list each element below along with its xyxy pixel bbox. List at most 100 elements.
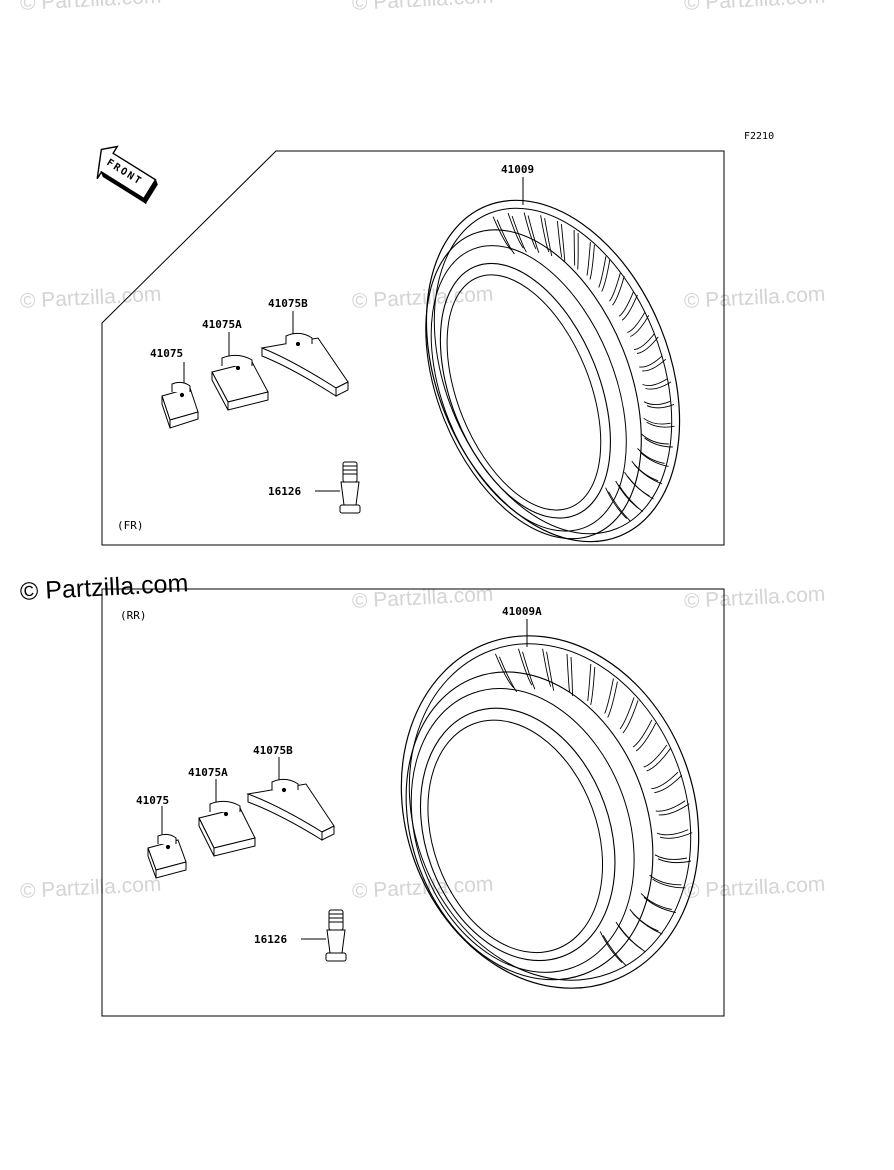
tread-groove [587, 663, 592, 701]
tread-groove [642, 358, 667, 372]
tread-groove [632, 719, 653, 748]
tread-groove [637, 336, 659, 354]
tread-groove [605, 487, 627, 519]
tread-groove [634, 464, 663, 485]
tread-groove [589, 244, 595, 280]
rear-weight-small-part-number[interactable]: 41075 [136, 794, 170, 807]
tread-groove [618, 925, 646, 953]
rear-weight-small [147, 833, 187, 879]
tread-groove [598, 256, 607, 288]
tread-groove [646, 421, 675, 428]
tread-groove [544, 218, 553, 257]
tread-groove [604, 678, 614, 714]
tread-groove [643, 417, 671, 425]
rear-section-caption: (RR) [120, 609, 147, 622]
front-section-frame [101, 150, 725, 546]
tread-groove [651, 771, 679, 790]
rear-tire [400, 635, 700, 989]
tread-groove [627, 475, 654, 500]
front-tire-tread [492, 212, 675, 522]
tread-groove [599, 931, 623, 963]
tread-groove [627, 312, 646, 333]
tread-groove [586, 241, 591, 276]
tread-groove [621, 294, 638, 321]
tread-groove [560, 224, 566, 262]
tread-groove [494, 653, 515, 689]
tread-groove [637, 448, 665, 464]
tread-groove [523, 212, 537, 250]
tread-groove [631, 460, 659, 482]
tread-groove [498, 656, 518, 693]
rear-weight-large [246, 778, 335, 841]
tread-groove [639, 355, 663, 368]
tread-groove [646, 747, 672, 772]
tread-groove [642, 378, 668, 386]
rear-tire-tread [494, 648, 693, 966]
tread-groove [645, 381, 672, 390]
tread-groove [570, 656, 573, 696]
tread-groove [556, 221, 563, 258]
tread-groove [635, 722, 657, 752]
tread-groove [618, 484, 644, 513]
tread-groove [527, 215, 540, 254]
tread-groove [657, 858, 691, 864]
front-tire-part-number[interactable]: 41009 [501, 163, 535, 176]
tread-groove [607, 681, 618, 718]
tread-groove [643, 897, 676, 913]
tread-groove [630, 315, 650, 337]
tread-groove [546, 651, 555, 691]
tread-groove [641, 433, 669, 445]
tread-groove [609, 272, 621, 302]
tread-groove [615, 921, 642, 950]
tread-groove [496, 219, 515, 255]
front-weight-small-part-number[interactable]: 41075 [150, 347, 184, 360]
tread-groove [566, 653, 570, 692]
tread-groove [659, 832, 693, 839]
tread-groove [643, 744, 668, 768]
tread-groove [644, 437, 673, 448]
tread-groove [590, 666, 596, 705]
tread-groove [622, 700, 639, 734]
tread-groove [518, 648, 533, 686]
front-weight-small [161, 381, 199, 429]
front-section-caption: (FR) [117, 519, 144, 532]
rear-valve [325, 909, 347, 962]
rear-valve-part-number[interactable]: 16126 [254, 933, 288, 946]
tread-groove [612, 275, 625, 306]
tread-groove [542, 648, 552, 687]
tread-groove [507, 212, 524, 249]
rear-tire-part-number[interactable]: 41009A [502, 605, 542, 618]
tread-groove [573, 229, 576, 266]
tread-groove [511, 215, 527, 253]
front-weight-large [260, 332, 349, 397]
tread-groove [522, 651, 536, 690]
front-weight-medium [211, 354, 269, 411]
rear-weight-medium-part-number[interactable]: 41075A [188, 766, 228, 779]
front-weight-medium-part-number[interactable]: 41075A [202, 318, 242, 331]
tread-groove [649, 874, 682, 886]
tread-groove [652, 878, 686, 889]
tread-groove [655, 800, 686, 812]
front-tire [425, 199, 681, 543]
tread-groove [640, 452, 669, 467]
rear-weight-large-part-number[interactable]: 41075B [253, 744, 293, 757]
tread-groove [632, 912, 663, 935]
tread-groove [658, 803, 690, 816]
tread-groove [640, 893, 672, 910]
tread-groove [619, 697, 635, 730]
tread-groove [601, 259, 611, 292]
tread-groove [643, 400, 671, 406]
tread-groove [634, 333, 655, 350]
tread-groove [656, 829, 689, 836]
front-valve-part-number[interactable]: 16126 [268, 485, 302, 498]
tread-groove [654, 854, 687, 860]
rear-section-frame [101, 588, 725, 1017]
tread-groove [540, 215, 550, 253]
figure-code: F2210 [744, 131, 775, 142]
tread-groove [602, 935, 627, 966]
front-weight-large-part-number[interactable]: 41075B [268, 297, 308, 310]
tread-groove [608, 491, 631, 522]
tread-groove [492, 216, 512, 251]
rear-weight-medium [198, 800, 256, 857]
